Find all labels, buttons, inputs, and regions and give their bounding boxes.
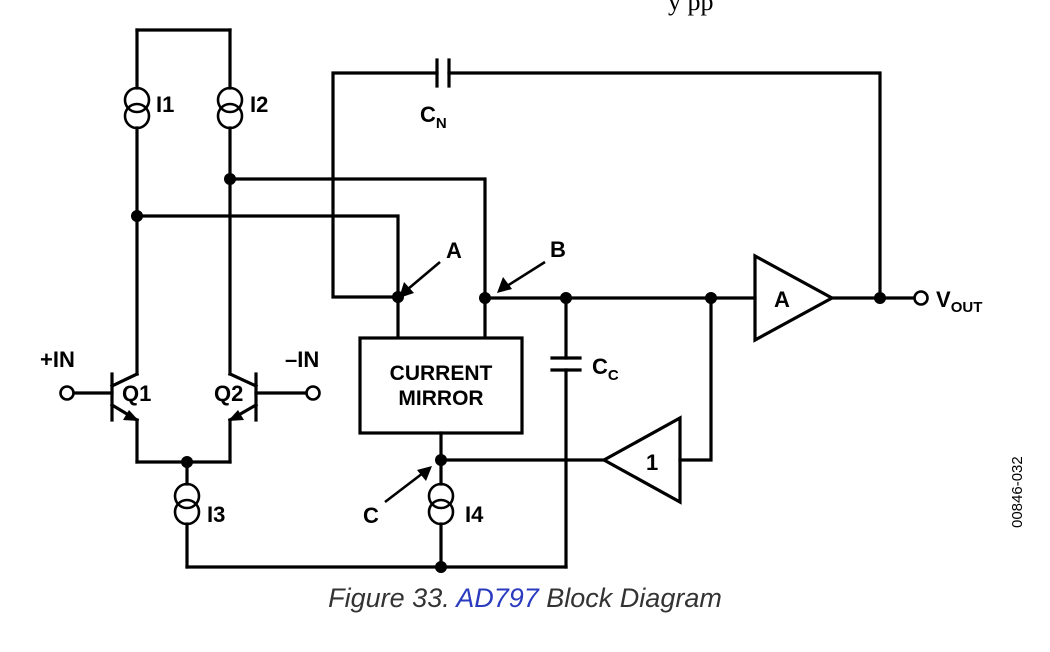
label-q1: Q1: [122, 381, 151, 406]
node-b-dot: [479, 292, 491, 304]
plus-in-terminal: [59, 385, 75, 401]
block-diagram: y pp I1 I2 CN A: [40, 0, 1026, 573]
capacitor-cc: [550, 296, 582, 569]
transistor-q2: [227, 371, 309, 464]
caption-link-ad797[interactable]: AD797: [456, 583, 539, 613]
buffer-1: [439, 296, 713, 505]
current-source-i1: [123, 86, 151, 376]
label-plus-in: +IN: [40, 347, 75, 372]
caption-prefix: Figure 33.: [328, 583, 457, 613]
figure-caption: Figure 33. AD797 Block Diagram: [0, 583, 1050, 614]
label-cn: CN: [420, 102, 447, 132]
capacitor-cn: [331, 58, 882, 300]
label-i3: I3: [207, 502, 225, 527]
label-cc: CC: [592, 354, 619, 384]
label-i4: I4: [465, 502, 484, 527]
current-source-i4: [427, 482, 455, 569]
label-node-a: A: [446, 238, 462, 263]
junction-dot: [435, 561, 447, 573]
figure-id: 00846-032: [1009, 456, 1026, 528]
node-c-dot: [435, 454, 447, 466]
vout-terminal: [913, 290, 929, 306]
top-rail: [135, 28, 232, 90]
label-node-b: B: [550, 237, 566, 262]
minus-in-terminal: [305, 385, 321, 401]
label-i2: I2: [250, 92, 268, 117]
current-mirror-block: [358, 336, 524, 435]
current-source-i2: [216, 86, 244, 376]
node-b-arrow: [497, 260, 546, 293]
caption-suffix: Block Diagram: [538, 583, 722, 613]
transistor-q1: [71, 371, 140, 464]
amplifier-a: [753, 253, 917, 343]
node-c-arrow: [384, 466, 432, 504]
junction-dot: [874, 292, 886, 304]
junction-dot: [131, 210, 143, 222]
junction-dot: [181, 456, 193, 468]
label-i1: I1: [156, 92, 174, 117]
label-node-c: C: [363, 503, 379, 528]
top-text-fragment: y pp: [668, 0, 714, 16]
label-amp-a: A: [774, 287, 790, 312]
cross-wires: [135, 177, 487, 340]
current-source-i3: [173, 482, 201, 569]
current-mirror-label-line1: CURRENT: [390, 362, 493, 385]
label-minus-in: –IN: [285, 347, 319, 372]
node-a-arrow: [399, 261, 441, 298]
current-mirror-label-line2: MIRROR: [398, 387, 483, 410]
label-q2: Q2: [214, 381, 243, 406]
label-buffer-1: 1: [646, 450, 658, 475]
label-vout: VOUT: [936, 287, 982, 316]
junction-dot: [224, 173, 236, 185]
